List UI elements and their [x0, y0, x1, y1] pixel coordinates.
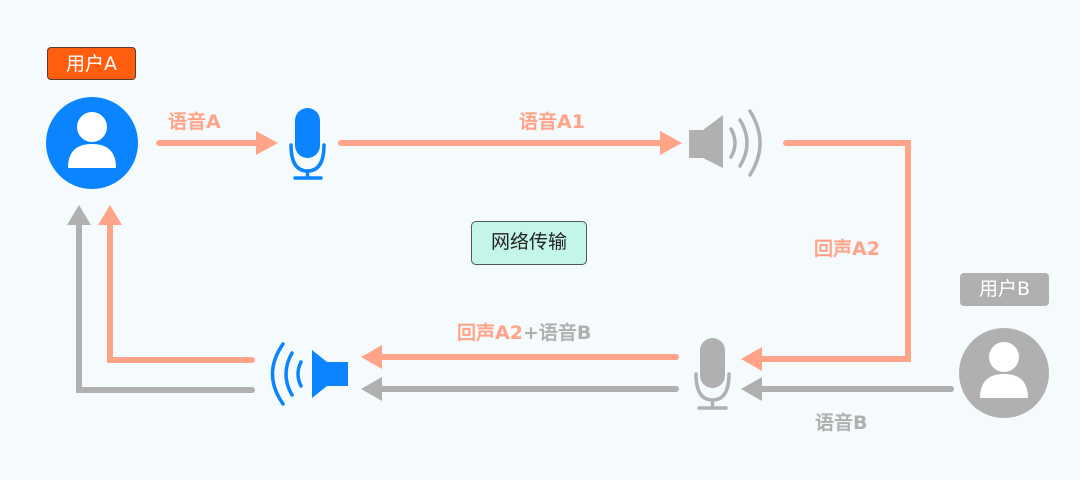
arrow-mixed-voice — [361, 377, 679, 401]
user-b-avatar — [959, 328, 1049, 418]
label-mixed-stream: 回声A2+语音B — [457, 318, 591, 345]
user-avatar-icon — [68, 112, 116, 168]
label-voice-a: 语音A — [168, 111, 221, 133]
label-voice-a1: 语音A1 — [519, 111, 585, 133]
speaker-icon — [689, 109, 762, 177]
user-a-badge: 用户A — [47, 47, 136, 80]
label-mixed-voice-part: +语音B — [522, 322, 592, 344]
network-transmission-box: 网络传输 — [471, 221, 587, 265]
arrow-return-voice — [67, 205, 255, 393]
arrow-echo-a2 — [741, 140, 911, 371]
arrow-voice-a1 — [338, 131, 682, 155]
microphone-icon — [694, 338, 731, 410]
arrow-voice-b — [741, 377, 954, 401]
speaker-icon — [270, 342, 348, 406]
arrow-return-echo — [98, 205, 255, 363]
label-echo-a2: 回声A2 — [814, 238, 880, 260]
label-voice-b: 语音B — [815, 412, 868, 434]
arrow-voice-a — [156, 131, 278, 155]
arrow-mixed-echo — [361, 345, 679, 369]
user-a-avatar — [46, 97, 138, 189]
microphone-icon — [289, 108, 326, 180]
user-b-badge: 用户B — [960, 273, 1049, 306]
label-mixed-echo-part: 回声A2 — [457, 322, 523, 344]
user-avatar-icon — [980, 342, 1028, 398]
